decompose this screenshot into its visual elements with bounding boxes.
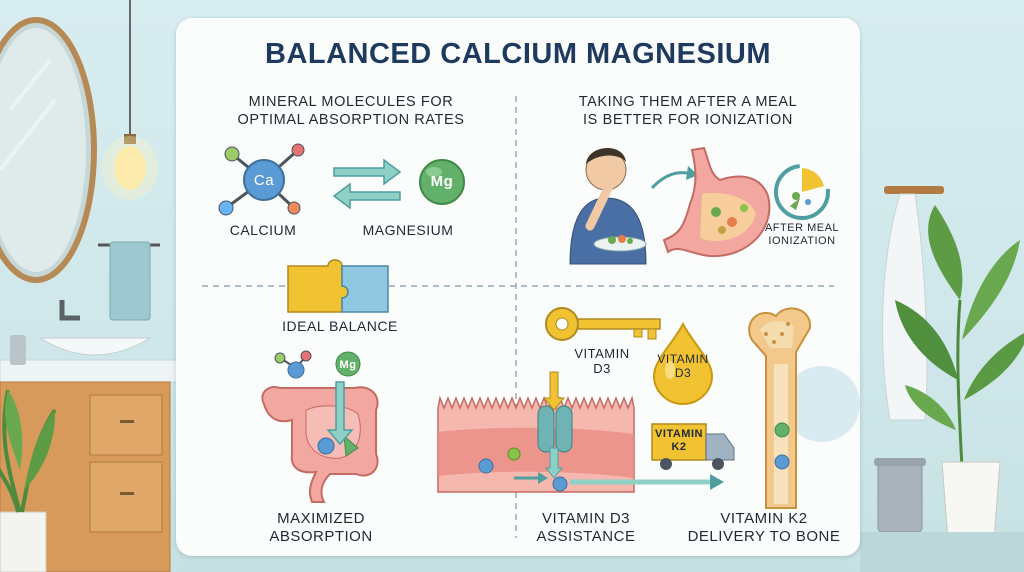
stomach-icon bbox=[662, 146, 771, 258]
magnesium-atom-icon bbox=[419, 159, 465, 205]
vitamin-k2-label-line2: DELIVERY TO BONE bbox=[687, 528, 841, 545]
calcium-symbol: Ca bbox=[253, 172, 275, 189]
drop-label: VITAMIN D3 bbox=[653, 352, 713, 380]
calcium-molecule-icon bbox=[218, 143, 305, 216]
vitamin-k2-label: VITAMIN K2 DELIVERY TO BONE bbox=[680, 510, 848, 546]
vitamin-d3-diagram bbox=[437, 307, 724, 493]
vitamin-d3-label-line1: VITAMIN D3 bbox=[541, 510, 631, 527]
mineral-molecule-icon bbox=[274, 350, 312, 379]
absorption-label-line1: MAXIMIZED bbox=[277, 510, 365, 527]
meal-caption-line2: IONIZATION bbox=[768, 235, 836, 247]
ion-channel-icon bbox=[537, 405, 573, 453]
bone-icon bbox=[748, 307, 860, 509]
truck-label-line2: K2 bbox=[671, 441, 687, 453]
mg-symbol: Mg bbox=[339, 359, 357, 371]
meal-caption: AFTER MEAL IONIZATION bbox=[762, 222, 842, 248]
infographic-card: BALANCED CALCIUM MAGNESIUM MINERAL MOLEC… bbox=[176, 18, 860, 556]
lamp-illustration bbox=[102, 0, 158, 200]
magnesium-symbol: Mg bbox=[430, 173, 454, 190]
molecule-diagram bbox=[218, 143, 465, 216]
molecules-heading: MINERAL MOLECULES FOR OPTIMAL ABSORPTION… bbox=[206, 93, 496, 129]
plant-right-illustration bbox=[895, 205, 1024, 541]
puzzle-pieces-icon bbox=[287, 259, 389, 313]
calcium-label: CALCIUM bbox=[229, 222, 297, 238]
mirror-illustration bbox=[0, 17, 97, 283]
vitamin-k2-diagram bbox=[651, 307, 860, 509]
magnesium-label: MAGNESIUM bbox=[362, 222, 454, 238]
molecules-heading-line1: MINERAL MOLECULES FOR bbox=[248, 94, 454, 110]
vitamin-drop-icon bbox=[652, 322, 714, 406]
ionization-cycle-icon bbox=[774, 164, 830, 220]
drop-label-line2: D3 bbox=[674, 366, 692, 380]
truck-label-line1: VITAMIN bbox=[655, 428, 703, 440]
person-eating-icon bbox=[569, 147, 647, 265]
vitamin-k2-label-line1: VITAMIN K2 bbox=[720, 510, 808, 527]
meal-diagram bbox=[569, 146, 830, 265]
meal-heading-line1: TAKING THEM AFTER A MEAL bbox=[578, 94, 798, 110]
towel-rack-illustration bbox=[98, 241, 160, 321]
key-label: VITAMIN D3 bbox=[572, 346, 632, 376]
key-icon bbox=[545, 307, 661, 341]
absorption-label-line2: ABSORPTION bbox=[269, 528, 373, 545]
vitamin-d3-label-line2: ASSISTANCE bbox=[536, 528, 636, 545]
meal-heading: TAKING THEM AFTER A MEAL IS BETTER FOR I… bbox=[548, 93, 828, 129]
vitamin-d3-label: VITAMIN D3 ASSISTANCE bbox=[516, 510, 656, 546]
exchange-arrows-icon bbox=[332, 158, 402, 210]
truck-icon bbox=[651, 423, 735, 470]
balance-label: IDEAL BALANCE bbox=[282, 318, 398, 334]
absorption-arrow-icon bbox=[326, 381, 354, 446]
infographic-title: BALANCED CALCIUM MAGNESIUM bbox=[265, 38, 771, 70]
key-label-line1: VITAMIN bbox=[574, 346, 630, 361]
molecules-heading-line2: OPTIMAL ABSORPTION RATES bbox=[237, 112, 465, 128]
intestine-diagram bbox=[261, 350, 379, 503]
drop-label-line1: VITAMIN bbox=[657, 352, 709, 366]
plant-left-illustration bbox=[0, 389, 57, 572]
key-down-arrow-icon bbox=[542, 371, 566, 411]
key-label-line2: D3 bbox=[593, 361, 611, 376]
trash-bin-illustration bbox=[874, 458, 926, 533]
mg-atom-icon bbox=[335, 351, 361, 377]
meal-arrow-icon bbox=[650, 171, 693, 190]
meal-caption-line1: AFTER MEAL bbox=[764, 222, 840, 234]
meal-heading-line2: IS BETTER FOR IONIZATION bbox=[583, 112, 793, 128]
intestine-icon bbox=[261, 386, 379, 503]
absorption-label: MAXIMIZED ABSORPTION bbox=[246, 510, 396, 546]
truck-label: VITAMIN K2 bbox=[652, 428, 706, 454]
